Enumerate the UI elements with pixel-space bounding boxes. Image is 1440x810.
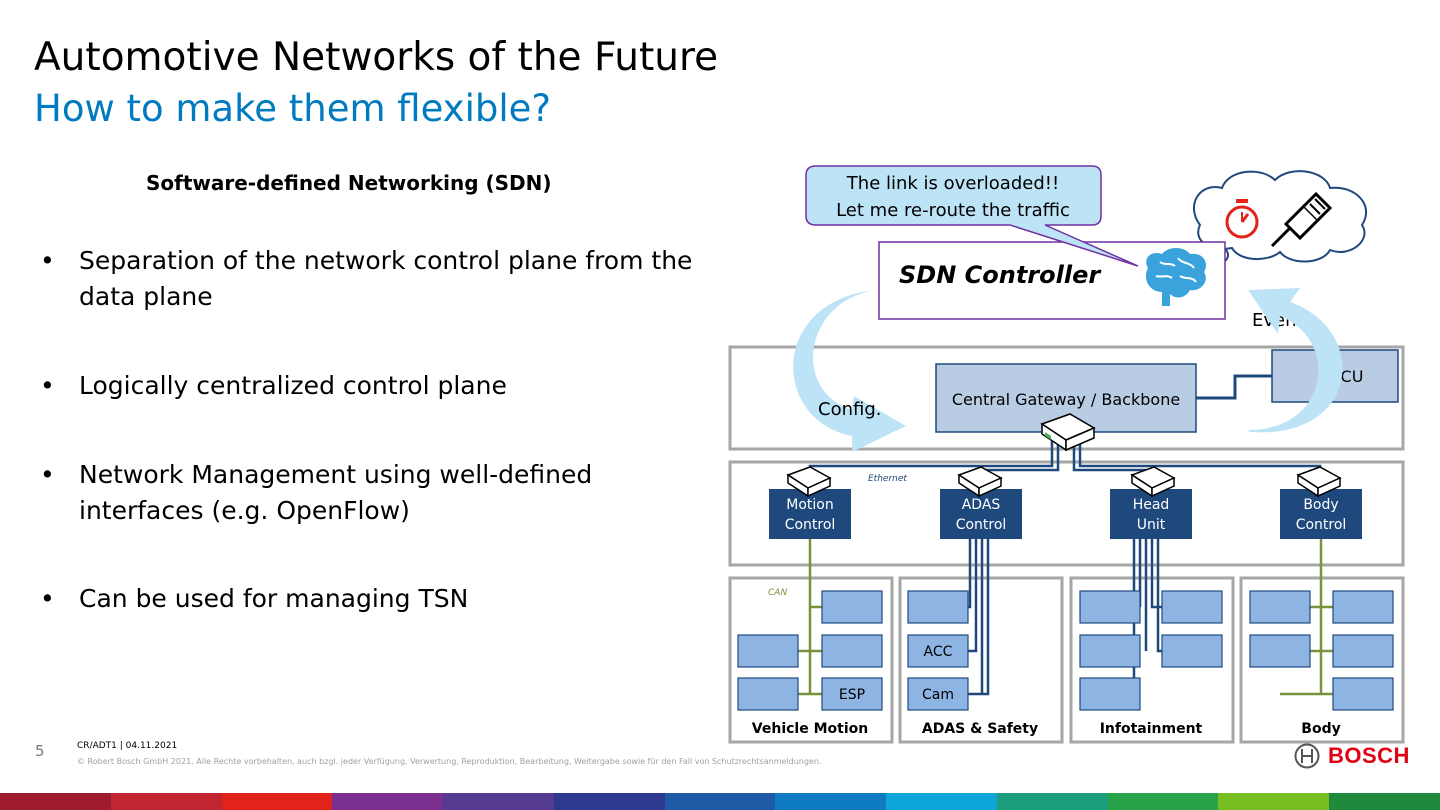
domain-controller-motion (769, 489, 851, 539)
bullet-text: Logically centralized control plane (79, 371, 507, 400)
brand-color-segment (1329, 793, 1440, 810)
brand-color-segment (664, 793, 776, 810)
bullet-text: Network Management using well-defined in… (79, 460, 593, 525)
footer-meta: CR/ADT1 | 04.11.2021 (77, 741, 178, 751)
config-label: Config. (818, 399, 881, 420)
switch-icon (1296, 466, 1342, 498)
brand-color-segment (886, 793, 997, 810)
dc-line2: Unit (1137, 517, 1166, 533)
bosch-logo-icon (1294, 743, 1320, 769)
switch-icon (786, 466, 832, 498)
ecu-node (1079, 590, 1141, 624)
ecu-node (1332, 634, 1394, 668)
dc-line2: Control (956, 517, 1007, 533)
brand-color-segment (1107, 793, 1219, 810)
brand-color-segment (996, 793, 1108, 810)
bullet-text: Separation of the network control plane … (79, 246, 693, 311)
bullet-dot: • (40, 460, 55, 489)
ecu-node (1249, 590, 1311, 624)
switch-icon (1130, 466, 1176, 498)
domain-controller-head-unit (1110, 489, 1192, 539)
sdn-controller-label: SDN Controller (899, 261, 1102, 289)
brand-color-segment (0, 793, 111, 810)
sdn-heading: Software-defined Networking (SDN) (146, 171, 552, 195)
gateway-ecu-link (1196, 374, 1272, 400)
ecu-node (1332, 677, 1394, 711)
bullet-dot: • (40, 246, 55, 275)
speech-bubble (805, 165, 1139, 267)
dc-line2: Control (785, 517, 836, 533)
zone-label: ADAS & Safety (922, 721, 1038, 737)
ecu-node (1161, 634, 1223, 668)
config-arrow (793, 290, 906, 452)
ecu-node (1249, 634, 1311, 668)
brand-color-segment (110, 793, 222, 810)
zone-label: Vehicle Motion (752, 721, 868, 737)
switch-icon (957, 466, 1003, 498)
ethernet-plug-icon (1270, 191, 1333, 248)
ecu-node-acc (907, 634, 969, 668)
ecu-esp-label: ESP (839, 687, 865, 703)
ecu-node (907, 590, 969, 624)
speech-line-2: Let me re-route the traffic (836, 200, 1070, 221)
slide-subtitle: How to make them flexible? (34, 87, 552, 130)
page-number: 5 (35, 742, 45, 760)
zone-label: Body (1301, 721, 1340, 737)
brand-color-segment (443, 793, 554, 810)
brain-icon (1145, 248, 1207, 306)
ecu-label: CU (1341, 367, 1364, 386)
dc-line1: ADAS (962, 497, 1001, 513)
bullet-text: Can be used for managing TSN (79, 584, 469, 613)
ecu-node (821, 590, 883, 624)
brand-color-segment (553, 793, 665, 810)
bosch-logo: BOSCH (1294, 742, 1410, 770)
can-bus-lines (770, 539, 1333, 696)
brand-color-bar (0, 793, 1440, 810)
ecu-node-esp (821, 677, 883, 711)
domain-controller-body (1280, 489, 1362, 539)
stopwatch-icon (1225, 199, 1259, 239)
ecu-node (1161, 590, 1223, 624)
domain-controller-adas (940, 489, 1022, 539)
brand-color-segment (332, 793, 444, 810)
ecu-node (1079, 634, 1141, 668)
switch-icon (1040, 413, 1096, 452)
ethernet-label: Ethernet (868, 474, 907, 484)
bullet-dot: • (40, 371, 55, 400)
ecu-node (737, 677, 799, 711)
ecu-node (821, 634, 883, 668)
ecu-acc-label: ACC (924, 644, 953, 660)
dc-line2: Control (1296, 517, 1347, 533)
brand-color-segment (775, 793, 887, 810)
gateway-label: Central Gateway / Backbone (952, 390, 1180, 409)
ecu-node (1332, 590, 1394, 624)
bosch-wordmark: BOSCH (1328, 743, 1410, 768)
bullet-dot: • (40, 584, 55, 613)
can-label: CAN (768, 588, 787, 598)
ecu-node-cam (907, 677, 969, 711)
dc-line1: Motion (786, 497, 833, 513)
zone-label: Infotainment (1100, 721, 1203, 737)
slide-title: Automotive Networks of the Future (34, 35, 719, 80)
brand-color-segment (221, 793, 333, 810)
dc-line1: Body (1303, 497, 1338, 513)
brand-color-segment (1218, 793, 1330, 810)
events-arrow (1248, 288, 1343, 433)
copyright-notice: © Robert Bosch GmbH 2021. Alle Rechte vo… (77, 757, 822, 766)
dc-line1: Head (1133, 497, 1170, 513)
ecu-node (737, 634, 799, 668)
ecu-node (1079, 677, 1141, 711)
speech-line-1: The link is overloaded!! (846, 173, 1059, 194)
ecu-cam-label: Cam (922, 687, 954, 703)
